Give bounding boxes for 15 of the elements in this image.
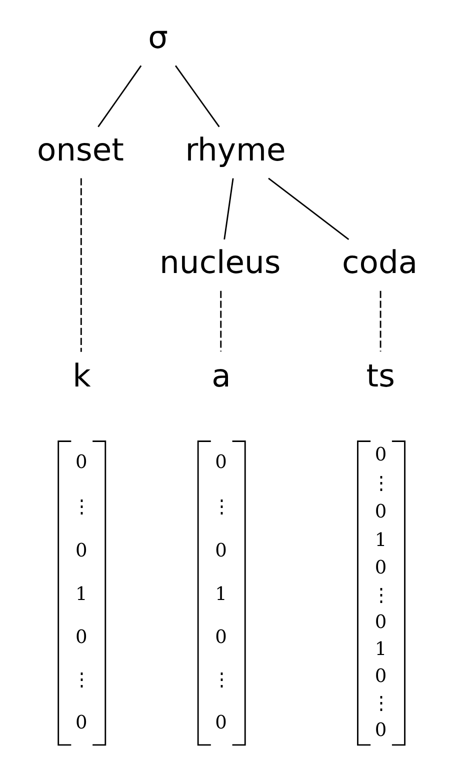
connector [80,178,82,352]
connector [379,290,381,352]
connector [223,178,234,240]
node-text: σ [148,20,168,56]
node-text: k 0 ⋮ 0 1 0 ⋮ 0 [72,358,92,734]
node-text: rhyme [184,132,286,169]
node-text: onset [36,132,124,169]
connector [268,178,349,240]
connector [174,65,220,128]
node-text: nucleus [159,245,280,282]
node-text: a 0 ⋮ 0 1 0 ⋮ 0 [211,358,231,734]
node-text: coda [342,245,418,282]
connector [220,290,222,352]
connector [97,65,142,128]
node-text: ts 0 ⋮ 0 1 0 ⋮ 0 1 0 ⋮ 0 [366,358,394,742]
